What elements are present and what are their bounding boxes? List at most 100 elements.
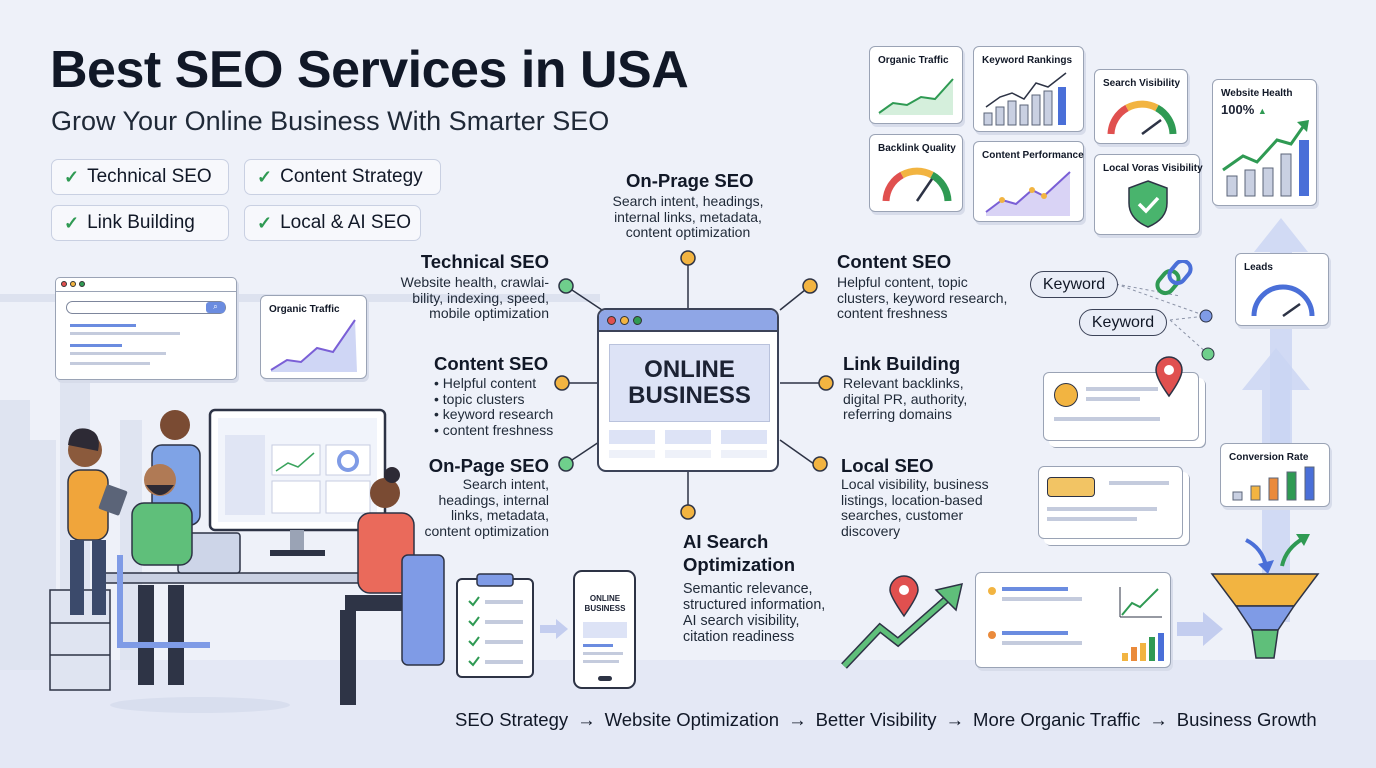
result-line <box>70 362 150 365</box>
result-line <box>70 352 166 355</box>
flow-arrow-icon: → <box>945 709 965 730</box>
chip-label: Content Strategy <box>280 166 423 187</box>
node-desc-technical-seo: Website health, crawlai-bility, indexing… <box>400 274 549 321</box>
listing-image <box>1047 477 1095 497</box>
leads-card: Leads <box>1235 253 1329 326</box>
node-dot <box>818 375 834 391</box>
chip-label: Technical SEO <box>87 166 212 187</box>
card-title: Organic Traffic <box>878 55 949 66</box>
hub-titlebar <box>599 310 777 332</box>
panel-line <box>1002 587 1068 591</box>
node-title-local-seo: Local SEO <box>841 455 934 476</box>
hub-block <box>665 430 711 444</box>
bar-chart-icon <box>1232 466 1315 501</box>
chip-label: Local & AI SEO <box>280 212 412 233</box>
listing-line <box>1109 481 1169 485</box>
gauge-icon <box>882 167 952 202</box>
node-title-technical-seo: Technical SEO <box>420 251 549 272</box>
phone-home-button <box>598 676 612 681</box>
content-performance-card: Content Performance <box>973 141 1084 222</box>
hub-block <box>609 450 655 458</box>
chain-link-icon <box>1155 260 1193 296</box>
line-chart-icon <box>985 171 1071 216</box>
window-dot-red <box>607 316 616 325</box>
result-line <box>70 344 122 347</box>
flow-arrow-icon: → <box>1149 709 1168 730</box>
chip-local-ai-seo: ✓ Local & AI SEO <box>244 205 421 241</box>
conversion-rate-card: Conversion Rate <box>1220 443 1330 507</box>
flow-step: Website Optimization <box>604 709 780 730</box>
chip-link-building: ✓ Link Building <box>51 205 229 241</box>
node-dot <box>680 250 696 266</box>
phone-line <box>583 652 623 655</box>
card-title: Conversion Rate <box>1229 452 1309 463</box>
hub-block <box>721 430 767 444</box>
panel-line <box>1002 631 1068 635</box>
backlink-quality-card: Backlink Quality <box>869 134 963 212</box>
phone-block <box>583 622 627 638</box>
page-title: Best SEO Services in USA <box>50 41 689 99</box>
organic-traffic-card: Organic Traffic <box>869 46 963 124</box>
card-title: Organic Traffic <box>269 304 340 315</box>
window-dot-yellow <box>620 316 629 325</box>
arrow-right-icon <box>540 619 568 639</box>
business-listing-card <box>1038 466 1183 539</box>
node-desc-on-prage-seo: Search intent, headings,internal links, … <box>612 193 764 240</box>
organic-traffic-card-left: Organic Traffic <box>260 295 367 379</box>
listing-line <box>1086 397 1140 401</box>
area-chart-icon <box>270 319 357 372</box>
node-title-on-prage-seo: On-Prage SEO <box>626 170 754 191</box>
window-dot-green <box>79 281 85 287</box>
growth-arrow-illustration <box>841 575 964 669</box>
gauge-icon <box>1251 284 1315 318</box>
website-health-value: 100% ▲ <box>1221 102 1267 117</box>
floor-background <box>0 660 1376 768</box>
flow-step: Better Visibility <box>815 709 937 730</box>
bar-chart-icon <box>1122 633 1164 661</box>
checklist-clipboard-icon <box>456 573 534 678</box>
phone-line <box>583 644 613 647</box>
search-bar <box>66 301 226 314</box>
window-dot-yellow <box>70 281 76 287</box>
flow-step: Business Growth <box>1176 709 1317 730</box>
analytics-panel <box>975 572 1171 668</box>
listing-line <box>1054 417 1160 421</box>
panel-line <box>1002 641 1082 645</box>
area-chart-icon <box>878 78 954 115</box>
conversion-funnel-icon <box>1210 534 1320 659</box>
node-dot <box>554 375 570 391</box>
card-title: Leads <box>1244 262 1273 273</box>
check-icon: ✓ <box>257 166 273 187</box>
search-icon: ⌕ <box>206 302 225 313</box>
page-subtitle: Grow Your Online Business With Smarter S… <box>51 106 610 136</box>
node-dot <box>558 278 574 294</box>
listing-line <box>1047 517 1137 521</box>
search-visibility-card: Search Visibility <box>1094 69 1188 144</box>
chip-content-strategy: ✓ Content Strategy <box>244 159 441 195</box>
check-icon: ✓ <box>64 212 80 233</box>
flow-step: More Organic Traffic <box>973 709 1141 730</box>
team-working-illustration <box>49 408 445 713</box>
card-title: Backlink Quality <box>878 143 956 154</box>
check-icon: ✓ <box>64 166 80 187</box>
bar-chart-icon <box>983 72 1067 126</box>
bullet-dot <box>988 631 996 639</box>
growth-chart-icon <box>1222 120 1309 197</box>
node-title-link-building: Link Building <box>843 353 961 374</box>
local-visibility-card: Local Voras Visibility <box>1094 154 1203 235</box>
hub-block <box>721 450 767 458</box>
keyword-link-network <box>1115 260 1215 361</box>
trend-line-icon <box>1119 587 1162 618</box>
card-title: Website Health <box>1221 88 1293 99</box>
window-dot-green <box>633 316 642 325</box>
node-desc-link-building: Relevant backlinks,digital PR, authority… <box>843 375 968 422</box>
hub-block <box>609 430 655 444</box>
